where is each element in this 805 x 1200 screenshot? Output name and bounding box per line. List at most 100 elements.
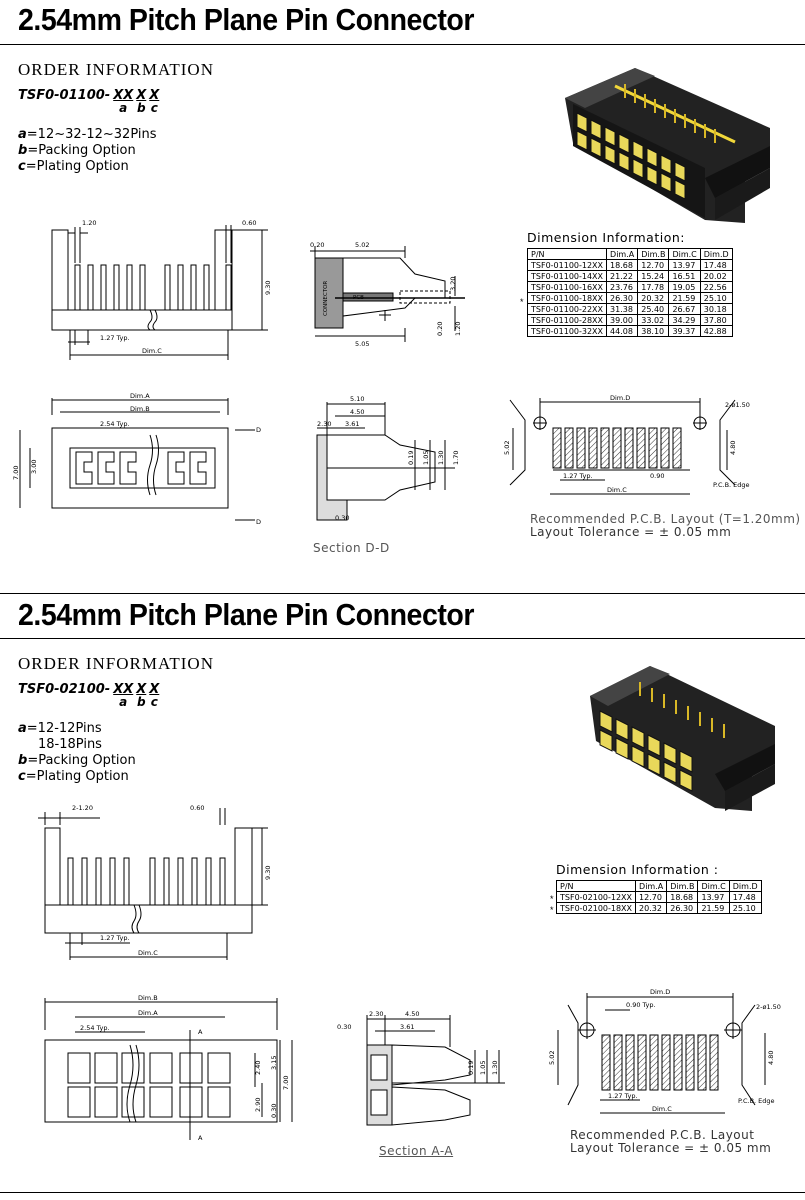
- pcb-label: PCB: [353, 295, 364, 301]
- col-dim-a: Dim.A: [635, 880, 668, 892]
- dim-a-label: Dim.A: [130, 392, 150, 400]
- option-item: 18-18Pins: [38, 737, 102, 752]
- dim-b-label: Dim.B: [138, 994, 158, 1002]
- dim-4-80: 4.80: [729, 441, 737, 455]
- hole-label: 2-ø1.50: [725, 401, 750, 409]
- section-dd-drawing: 5.10 4.50 2.30 3.61 0.19 1.05 1.30 1.70 …: [305, 390, 470, 535]
- dim-d-label: Dim.D: [610, 394, 630, 402]
- pn-b: X: [136, 88, 147, 103]
- option-item: b=Packing Option: [18, 753, 136, 768]
- pcb-edge-label: P.C.B. Edge: [713, 481, 750, 489]
- option-item: c=Plating Option: [18, 769, 129, 784]
- dim-0-20-b: 0.20: [436, 322, 444, 336]
- dim-0-30: 0.30: [337, 1023, 351, 1031]
- pn-b: X: [136, 682, 147, 697]
- dim-1-30: 1.30: [491, 1061, 499, 1075]
- dimension-info-title: Dimension Information:: [527, 230, 685, 245]
- dim-3-61: 3.61: [345, 420, 359, 428]
- connector-image-2: [580, 656, 780, 821]
- dim-9-30: 9.30: [264, 281, 272, 295]
- dim-0-19: 0.19: [407, 451, 415, 465]
- row-mark: *: [550, 905, 554, 915]
- pcb-layout-drawing-2: Dim.D 0.90 Typ. 2-ø1.50 5.02 4.80 1.27 T…: [530, 985, 790, 1125]
- pn-b-sub: b: [136, 101, 146, 115]
- pn-a-sub: a: [119, 101, 128, 115]
- dim-0-60: 0.60: [190, 804, 204, 812]
- bottom-rule: [0, 1192, 805, 1193]
- title-rule-2: [0, 638, 805, 639]
- page-title-2: 2.54mm Pitch Plane Pin Connector: [18, 597, 474, 632]
- dim-9-30: 9.30: [264, 866, 272, 880]
- dim-2-54-typ: 2.54 Typ.: [80, 1024, 110, 1032]
- col-pn: P/N: [526, 248, 608, 260]
- side-view-drawing-2: 2-1.20 0.60 9.30 1.27 Typ. Dim.C: [30, 800, 280, 965]
- hole-label: 2-ø1.50: [756, 1003, 781, 1011]
- dim-c-label: Dim.C: [607, 486, 627, 494]
- dim-1-05: 1.05: [479, 1061, 487, 1075]
- order-heading: ORDER INFORMATION: [18, 60, 214, 79]
- dim-1-27-typ: 1.27 Typ.: [100, 334, 130, 342]
- dim-5-05: 5.05: [355, 340, 369, 348]
- dim-1-30: 1.30: [437, 451, 445, 465]
- pn-c: X: [149, 88, 160, 103]
- option-list-2: a=12-12Pins 18-18Pins b=Packing Option c…: [18, 721, 136, 785]
- dim-0-20: 0.20: [310, 241, 324, 249]
- dim-3-15: 3.15: [270, 1056, 278, 1070]
- pn-c: X: [149, 682, 160, 697]
- pcb-caption-line2: Layout Tolerance = ± 0.05 mm: [570, 1141, 772, 1155]
- dim-d-label: Dim.D: [650, 988, 670, 996]
- dim-1-27-typ: 1.27 Typ.: [608, 1092, 638, 1100]
- dim-2-54-typ: 2.54 Typ.: [100, 420, 130, 428]
- dim-1-20: 1.20: [82, 219, 96, 227]
- option-item: a=12-12Pins: [18, 721, 102, 736]
- row-mark: *: [550, 894, 554, 904]
- section-aa-label: Section A-A: [379, 1144, 454, 1158]
- dim-4-50: 4.50: [405, 1010, 419, 1018]
- dim-c-label: Dim.C: [652, 1105, 672, 1113]
- col-dim-b: Dim.B: [637, 248, 670, 260]
- col-dim-d: Dim.D: [699, 248, 733, 260]
- dimension-info-title-2: Dimension Information :: [556, 862, 719, 877]
- col-dim-a: Dim.A: [606, 248, 639, 260]
- section-mark-a-bottom: A: [198, 1134, 203, 1142]
- dim-7-00: 7.00: [282, 1076, 290, 1090]
- pcb-caption-2: Recommended P.C.B. Layout Layout Toleran…: [570, 1129, 771, 1155]
- dim-b-label: Dim.B: [130, 405, 150, 413]
- dim-7-00: 7.00: [12, 466, 20, 480]
- option-list: a=12~32-12~32Pins b=Packing Option c=Pla…: [18, 127, 157, 175]
- dim-4-50: 4.50: [350, 408, 364, 416]
- dimension-table-2: P/N Dim.A Dim.B Dim.C Dim.D TSF0-02100-1…: [555, 880, 762, 914]
- section-mark-d-top: D: [256, 426, 261, 434]
- dim-2-40: 2.40: [254, 1061, 262, 1075]
- dim-1-70: 1.70: [452, 451, 460, 465]
- dim-5-10: 5.10: [350, 395, 364, 403]
- dim-0-90-typ: 0.90 Typ.: [626, 1001, 656, 1009]
- table-header-row: P/N Dim.A Dim.B Dim.C Dim.D: [526, 248, 733, 260]
- dim-1-27-typ: 1.27 Typ.: [563, 472, 593, 480]
- dim-3-00: 3.00: [30, 460, 38, 474]
- dim-0-30: 0.30: [270, 1104, 278, 1118]
- pcb-caption: Recommended P.C.B. Layout (T=1.20mm) Lay…: [530, 513, 801, 539]
- pn-b-sub: b: [136, 695, 146, 709]
- pcb-edge-label: P.C.B. Edge: [738, 1097, 775, 1105]
- cross-section-drawing: CONNECTOR PCB 0.20 5.02 3.20 5.05 0.20 1…: [305, 236, 470, 356]
- plan-view-drawing-2: Dim.B Dim.A 2.54 Typ. A A 2.40 3.15 7.00…: [30, 990, 305, 1150]
- dim-1-20: 1.20: [454, 322, 462, 336]
- dim-1-05: 1.05: [422, 451, 430, 465]
- dim-4-80: 4.80: [767, 1051, 775, 1065]
- dim-0-30: 0.30: [335, 514, 349, 522]
- side-view-drawing: 1.20 0.60 9.30 1.27 Typ. Dim.C: [30, 215, 280, 365]
- plan-view-drawing: Dim.A Dim.B 2.54 Typ. 7.00 3.00 D D: [10, 390, 270, 535]
- dim-0-19: 0.19: [467, 1061, 475, 1075]
- page-title: 2.54mm Pitch Plane Pin Connector: [18, 2, 474, 37]
- title-rule: [0, 44, 805, 45]
- section-dd-label: Section D-D: [313, 541, 390, 555]
- pcb-caption-line1: Recommended P.C.B. Layout: [570, 1128, 755, 1142]
- pn-a: XX: [113, 88, 134, 103]
